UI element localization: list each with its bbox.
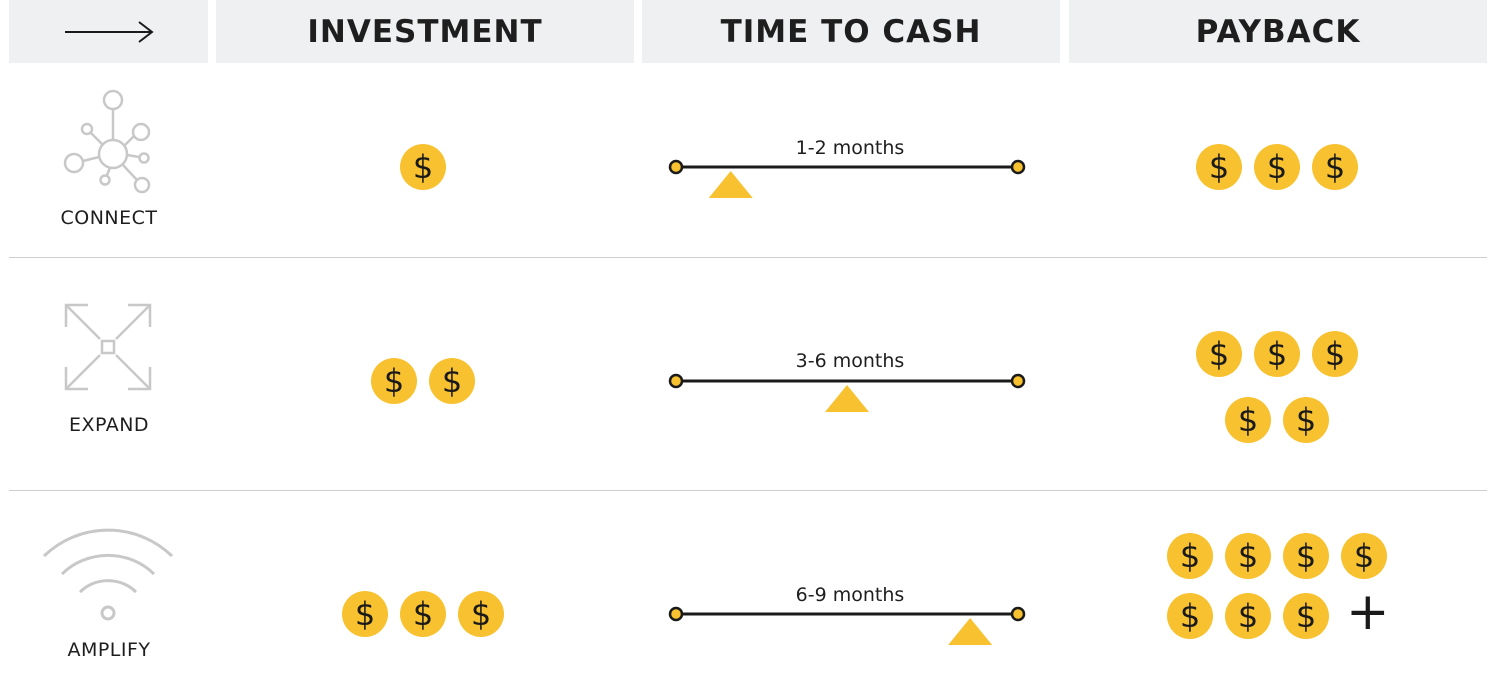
header-time-to-cash: TIME TO CASH: [720, 13, 982, 50]
header-time-to-cash-cell: TIME TO CASH: [642, 0, 1060, 63]
payback-coin: $: [1225, 533, 1271, 579]
payback-coin: $: [1312, 331, 1358, 377]
header-payback-cell: PAYBACK: [1069, 0, 1487, 63]
network-nodes-icon: [63, 89, 151, 194]
time-label-expand: 3-6 months: [795, 350, 905, 372]
payback-coin: $: [1196, 144, 1242, 190]
header-investment-cell: INVESTMENT: [216, 0, 634, 63]
payback-coin: $: [1312, 144, 1358, 190]
long-arrow-right-icon: [64, 20, 154, 43]
investment-coin: $: [342, 591, 388, 637]
row-divider: [9, 257, 1487, 258]
payback-coin: $: [1167, 533, 1213, 579]
wifi-signal-icon: [42, 528, 174, 621]
payback-coin: $: [1283, 593, 1329, 639]
timeline-endpoint: [668, 606, 684, 622]
payback-plus-sign: +: [1346, 582, 1390, 642]
timeline-marker: [708, 171, 753, 198]
payback-coin: $: [1196, 331, 1242, 377]
header-investment: INVESTMENT: [307, 13, 543, 50]
payback-coin: $: [1254, 144, 1300, 190]
header-payback: PAYBACK: [1195, 13, 1361, 50]
row-label-expand: EXPAND: [68, 414, 150, 436]
header-arrow-cell: [9, 0, 208, 63]
time-label-connect: 1-2 months: [795, 137, 905, 159]
payback-coin: $: [1283, 397, 1329, 443]
timeline-endpoint: [1010, 373, 1026, 389]
payback-coin: $: [1254, 331, 1300, 377]
investment-coin: $: [400, 591, 446, 637]
expand-arrows-icon: [64, 303, 152, 391]
timeline-marker: [948, 618, 993, 645]
payback-coin: $: [1167, 593, 1213, 639]
timeline-endpoint: [668, 373, 684, 389]
timeline-endpoint: [1010, 159, 1026, 175]
row-label-amplify: AMPLIFY: [67, 639, 151, 661]
timeline-marker: [825, 385, 869, 412]
investment-coin: $: [400, 144, 446, 190]
investment-coin: $: [371, 358, 417, 404]
payback-coin: $: [1283, 533, 1329, 579]
investment-coin: $: [458, 591, 504, 637]
investment-coin: $: [429, 358, 475, 404]
row-label-connect: CONNECT: [60, 207, 158, 229]
payback-coin: $: [1225, 593, 1271, 639]
timeline-endpoint: [1010, 606, 1026, 622]
payback-coin: $: [1225, 397, 1271, 443]
row-divider: [9, 490, 1487, 491]
timeline-endpoint: [668, 159, 684, 175]
payback-coin: $: [1341, 533, 1387, 579]
time-label-amplify: 6-9 months: [795, 584, 905, 606]
